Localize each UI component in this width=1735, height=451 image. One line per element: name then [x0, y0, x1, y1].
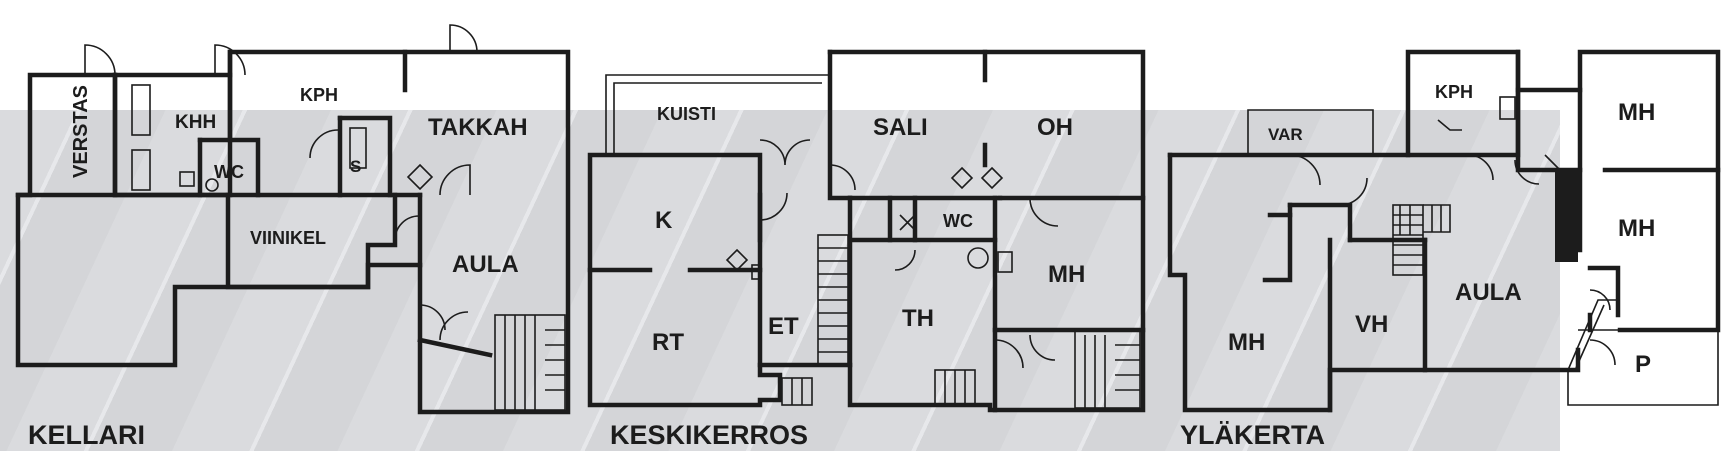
- room-label: VERSTAS: [70, 85, 92, 178]
- room-label: MH: [1618, 99, 1655, 126]
- room-label: P: [1635, 351, 1651, 378]
- room-label: WC: [943, 211, 973, 231]
- room-label: ET: [768, 313, 799, 340]
- room-label: OH: [1037, 114, 1073, 141]
- room-label: MH: [1228, 329, 1265, 356]
- floor-plan-kellari: VERSTAS KHH WC KPH S TAKKAH VIINIKEL AUL…: [15, 24, 571, 450]
- room-label: WC: [214, 162, 244, 182]
- floor-label-ylakerta: YLÄKERTA: [1180, 420, 1325, 450]
- floor-plan-keskikerros: KUISTI K RT ET SALI OH WC TH MH KESKIKER…: [587, 49, 1146, 450]
- room-label: RT: [652, 329, 684, 356]
- room-label: KPH: [1435, 82, 1473, 102]
- room-label: MH: [1048, 261, 1085, 288]
- room-label: VH: [1355, 311, 1388, 338]
- floor-label-kellari: KELLARI: [28, 420, 145, 450]
- room-label: SALI: [873, 114, 928, 141]
- room-label: VAR: [1268, 125, 1303, 144]
- room-label: AULA: [452, 251, 519, 278]
- floor-plan-ylakerta: VAR KPH MH MH AULA VH MH P YLÄKERTA: [1167, 49, 1721, 450]
- room-label: S: [350, 157, 361, 176]
- room-label: MH: [1618, 215, 1655, 242]
- floor-label-keskikerros: KESKIKERROS: [610, 420, 808, 450]
- room-label: TH: [902, 305, 934, 332]
- room-label: VIINIKEL: [250, 228, 326, 248]
- room-label: KUISTI: [657, 104, 716, 124]
- room-label: TAKKAH: [428, 114, 528, 141]
- room-label: KHH: [175, 112, 216, 133]
- room-label: KPH: [300, 85, 338, 105]
- room-label: AULA: [1455, 279, 1522, 306]
- room-label: K: [655, 207, 673, 234]
